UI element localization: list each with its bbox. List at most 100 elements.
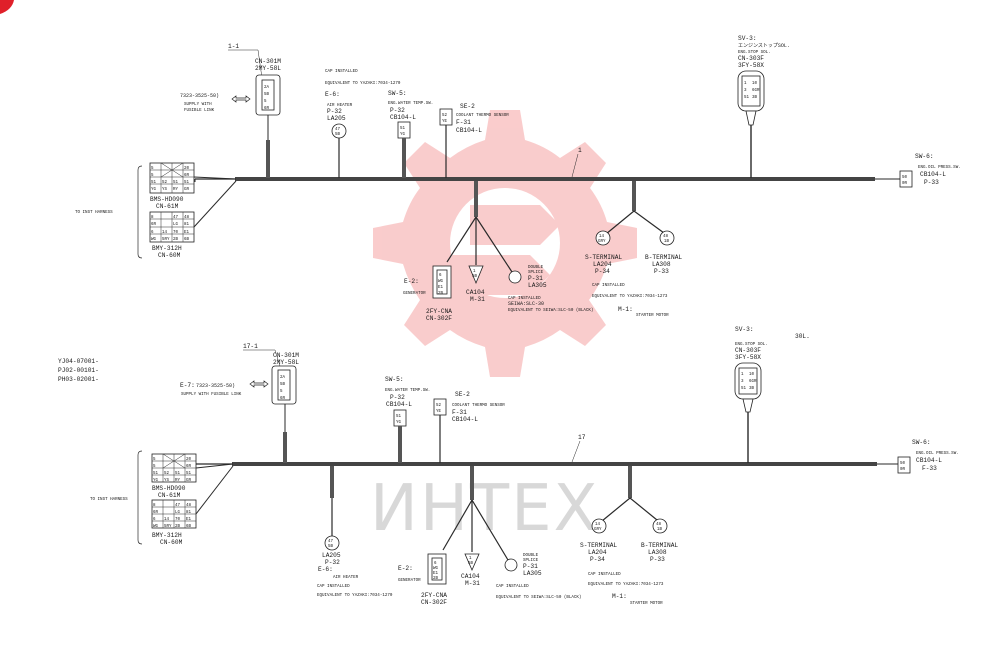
bracket — [137, 450, 143, 545]
harness-top: 1 1-1 CN-301M 2MY-58L 2A 5B 5 6R 7323-35… — [75, 35, 961, 322]
connector-tag: 17-1 — [243, 343, 258, 350]
splice-label: SPLICE — [528, 271, 544, 275]
branch — [283, 432, 287, 463]
pin-label: 51 — [396, 415, 402, 419]
pin-label: 3 — [744, 89, 747, 93]
connector-name: CN-61M — [158, 492, 181, 499]
pin-label: 5RY — [164, 525, 172, 529]
pin-label: 52 — [162, 181, 168, 185]
pin-label: 6 — [439, 274, 442, 278]
component-id: E-6: — [325, 91, 340, 98]
pin-label: 6GR — [749, 380, 757, 384]
cap-equivalent: EQUIVALENT TO YAZAKI:7034-1270 — [325, 82, 401, 86]
component-pos: P-33 — [924, 179, 939, 186]
wire — [471, 499, 509, 561]
component-pos: M-31 — [470, 296, 485, 303]
connector-e6 — [324, 535, 340, 551]
wire — [446, 216, 477, 263]
component-pos: F-31 — [452, 409, 467, 416]
pin-label: 14 — [599, 235, 605, 239]
terminal-s — [591, 518, 607, 534]
terminal-pos: P-33 — [650, 556, 665, 563]
supply-part: 7323-3525-50) — [180, 93, 219, 99]
pin-label: GRY — [598, 240, 606, 244]
pin-label: 51 — [175, 472, 181, 476]
terminal-wire: LA204 — [588, 549, 607, 556]
pin-label: 47 — [175, 504, 181, 508]
pin-label: 52 — [164, 472, 170, 476]
pin-label: YE — [436, 410, 442, 414]
supply-label: FUSIBLE LINK — [184, 109, 215, 113]
pin-label: 2A — [264, 86, 270, 90]
pin-label: 5 — [280, 390, 283, 394]
terminal-label: B-TERMINAL — [645, 254, 682, 261]
wire — [633, 210, 665, 234]
cap-equivalent: EQUIVALENT TO SEIWA:SLC-50 (BLACK) — [496, 595, 581, 600]
cap-equivalent: EQUIVALENT TO SEIWA:SLC-50 (BLACK) — [508, 308, 593, 313]
splice-label: SPLICE — [523, 559, 539, 563]
terminal-wire: LA204 — [593, 261, 612, 268]
wire — [195, 465, 234, 515]
component-id: E-2: — [404, 278, 419, 285]
pin-label: 3B — [752, 96, 758, 100]
pin-label: 5B — [468, 562, 474, 566]
connector-name: CN-301M — [255, 58, 281, 65]
pin-label: 5B — [328, 545, 334, 549]
pin-label: 1 — [469, 557, 472, 561]
pin-label: 1B — [664, 240, 670, 244]
grid — [162, 453, 186, 469]
splice-icon — [508, 270, 522, 284]
main-trunk — [235, 177, 875, 181]
component-wire: CB104-L — [390, 114, 416, 121]
splice-wire: LA305 — [523, 570, 542, 577]
connector-name: CN-303F — [738, 55, 764, 62]
connector-pins — [261, 79, 275, 111]
splice-label: DOUBLE — [523, 554, 539, 558]
leader-line — [257, 49, 263, 79]
terminal-pos: P-33 — [654, 268, 669, 275]
pin-label: 2B — [438, 292, 444, 296]
model-code: PH03-02001- — [58, 376, 99, 383]
pin-label: YS — [162, 188, 168, 192]
supply-label: SUPPLY WITH — [184, 103, 212, 107]
cap-note: CAP INSTALLED — [588, 573, 621, 577]
connector-name: CN-302F — [426, 315, 452, 322]
terminal-b — [652, 518, 668, 534]
double-arrow-icon — [231, 95, 251, 103]
component-id: SW-6: — [915, 153, 934, 160]
component-pos: M-31 — [465, 580, 480, 587]
wire — [605, 210, 635, 235]
connector-name: CN-60M — [160, 539, 183, 546]
pin-label: 5 — [153, 458, 156, 462]
pin-label: 20 — [184, 167, 190, 171]
pin-label: 2B — [173, 238, 179, 242]
connector-name: CN-61M — [156, 203, 179, 210]
harness-bottom: 17 17-1 CN-301M 2MY-58L 2A 5B 5 6R E-7: … — [90, 326, 959, 606]
pin-label: 50 — [902, 176, 908, 180]
connector-part: 3FY-58X — [738, 62, 764, 69]
pin-label: 48 — [656, 523, 662, 527]
connector-part: 2FY-CNA — [421, 592, 447, 599]
pin-label: WG — [151, 238, 157, 242]
pin-label: 51 — [744, 96, 750, 100]
connector-pins — [277, 369, 291, 401]
pin-label: 5RY — [162, 238, 170, 242]
pin-label: 10 — [752, 82, 758, 86]
pin-label: 52 — [436, 404, 442, 408]
watermark-text: ИНТЕХ — [370, 472, 599, 546]
component-desc-jp: 30L. — [795, 333, 810, 340]
connector-pins — [738, 367, 758, 395]
pin-label: E1 — [186, 518, 192, 522]
cap-equivalent: EQUIVALENT TO YAZAKI:7034-1273 — [588, 583, 664, 587]
component-desc: AIR HEATER — [327, 104, 353, 108]
connector-tag: 1-1 — [228, 43, 239, 50]
component-wire: CB104-L — [452, 416, 478, 423]
pin-label: 5B — [264, 93, 270, 97]
terminal-wire: LA308 — [648, 549, 667, 556]
component-id: SV-3: — [738, 35, 757, 42]
to-inst-label: TO INST HARNESS — [75, 211, 113, 215]
connector-boot — [745, 110, 757, 126]
pin-label: YG — [153, 479, 159, 483]
pin-label: 20 — [186, 458, 192, 462]
component-id: E-2: — [398, 565, 413, 572]
